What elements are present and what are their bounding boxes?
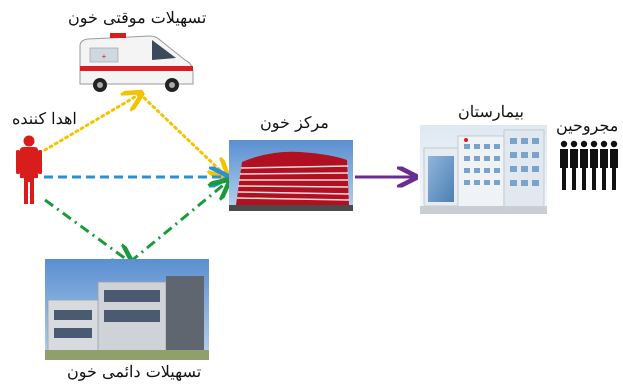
- injured-people-icon: [560, 140, 618, 190]
- donor-person-icon: [16, 135, 42, 204]
- temp-facility-label: تسهیلات موقتی خون: [68, 8, 207, 27]
- arrow-donor-to-perm-facility: [44, 198, 130, 262]
- permanent-facility-image: [45, 259, 209, 360]
- arrow-donor-to-temp-facility: [43, 94, 140, 152]
- blood-center-image: [229, 140, 353, 211]
- perm-facility-label: تسهیلات دائمی خون: [67, 362, 202, 381]
- arrow-perm-facility-to-center: [129, 182, 227, 264]
- hospital-image: [420, 125, 547, 214]
- arrow-temp-facility-to-center: [138, 92, 226, 176]
- hospital-label: بیمارستان: [458, 102, 524, 121]
- donor-label: اهدا کننده: [12, 109, 77, 128]
- svg-text:+: +: [102, 52, 107, 61]
- blood-center-label: مرکز خون: [260, 113, 329, 132]
- ambulance-icon: +: [79, 33, 194, 92]
- injured-label: مجروحین: [556, 116, 619, 135]
